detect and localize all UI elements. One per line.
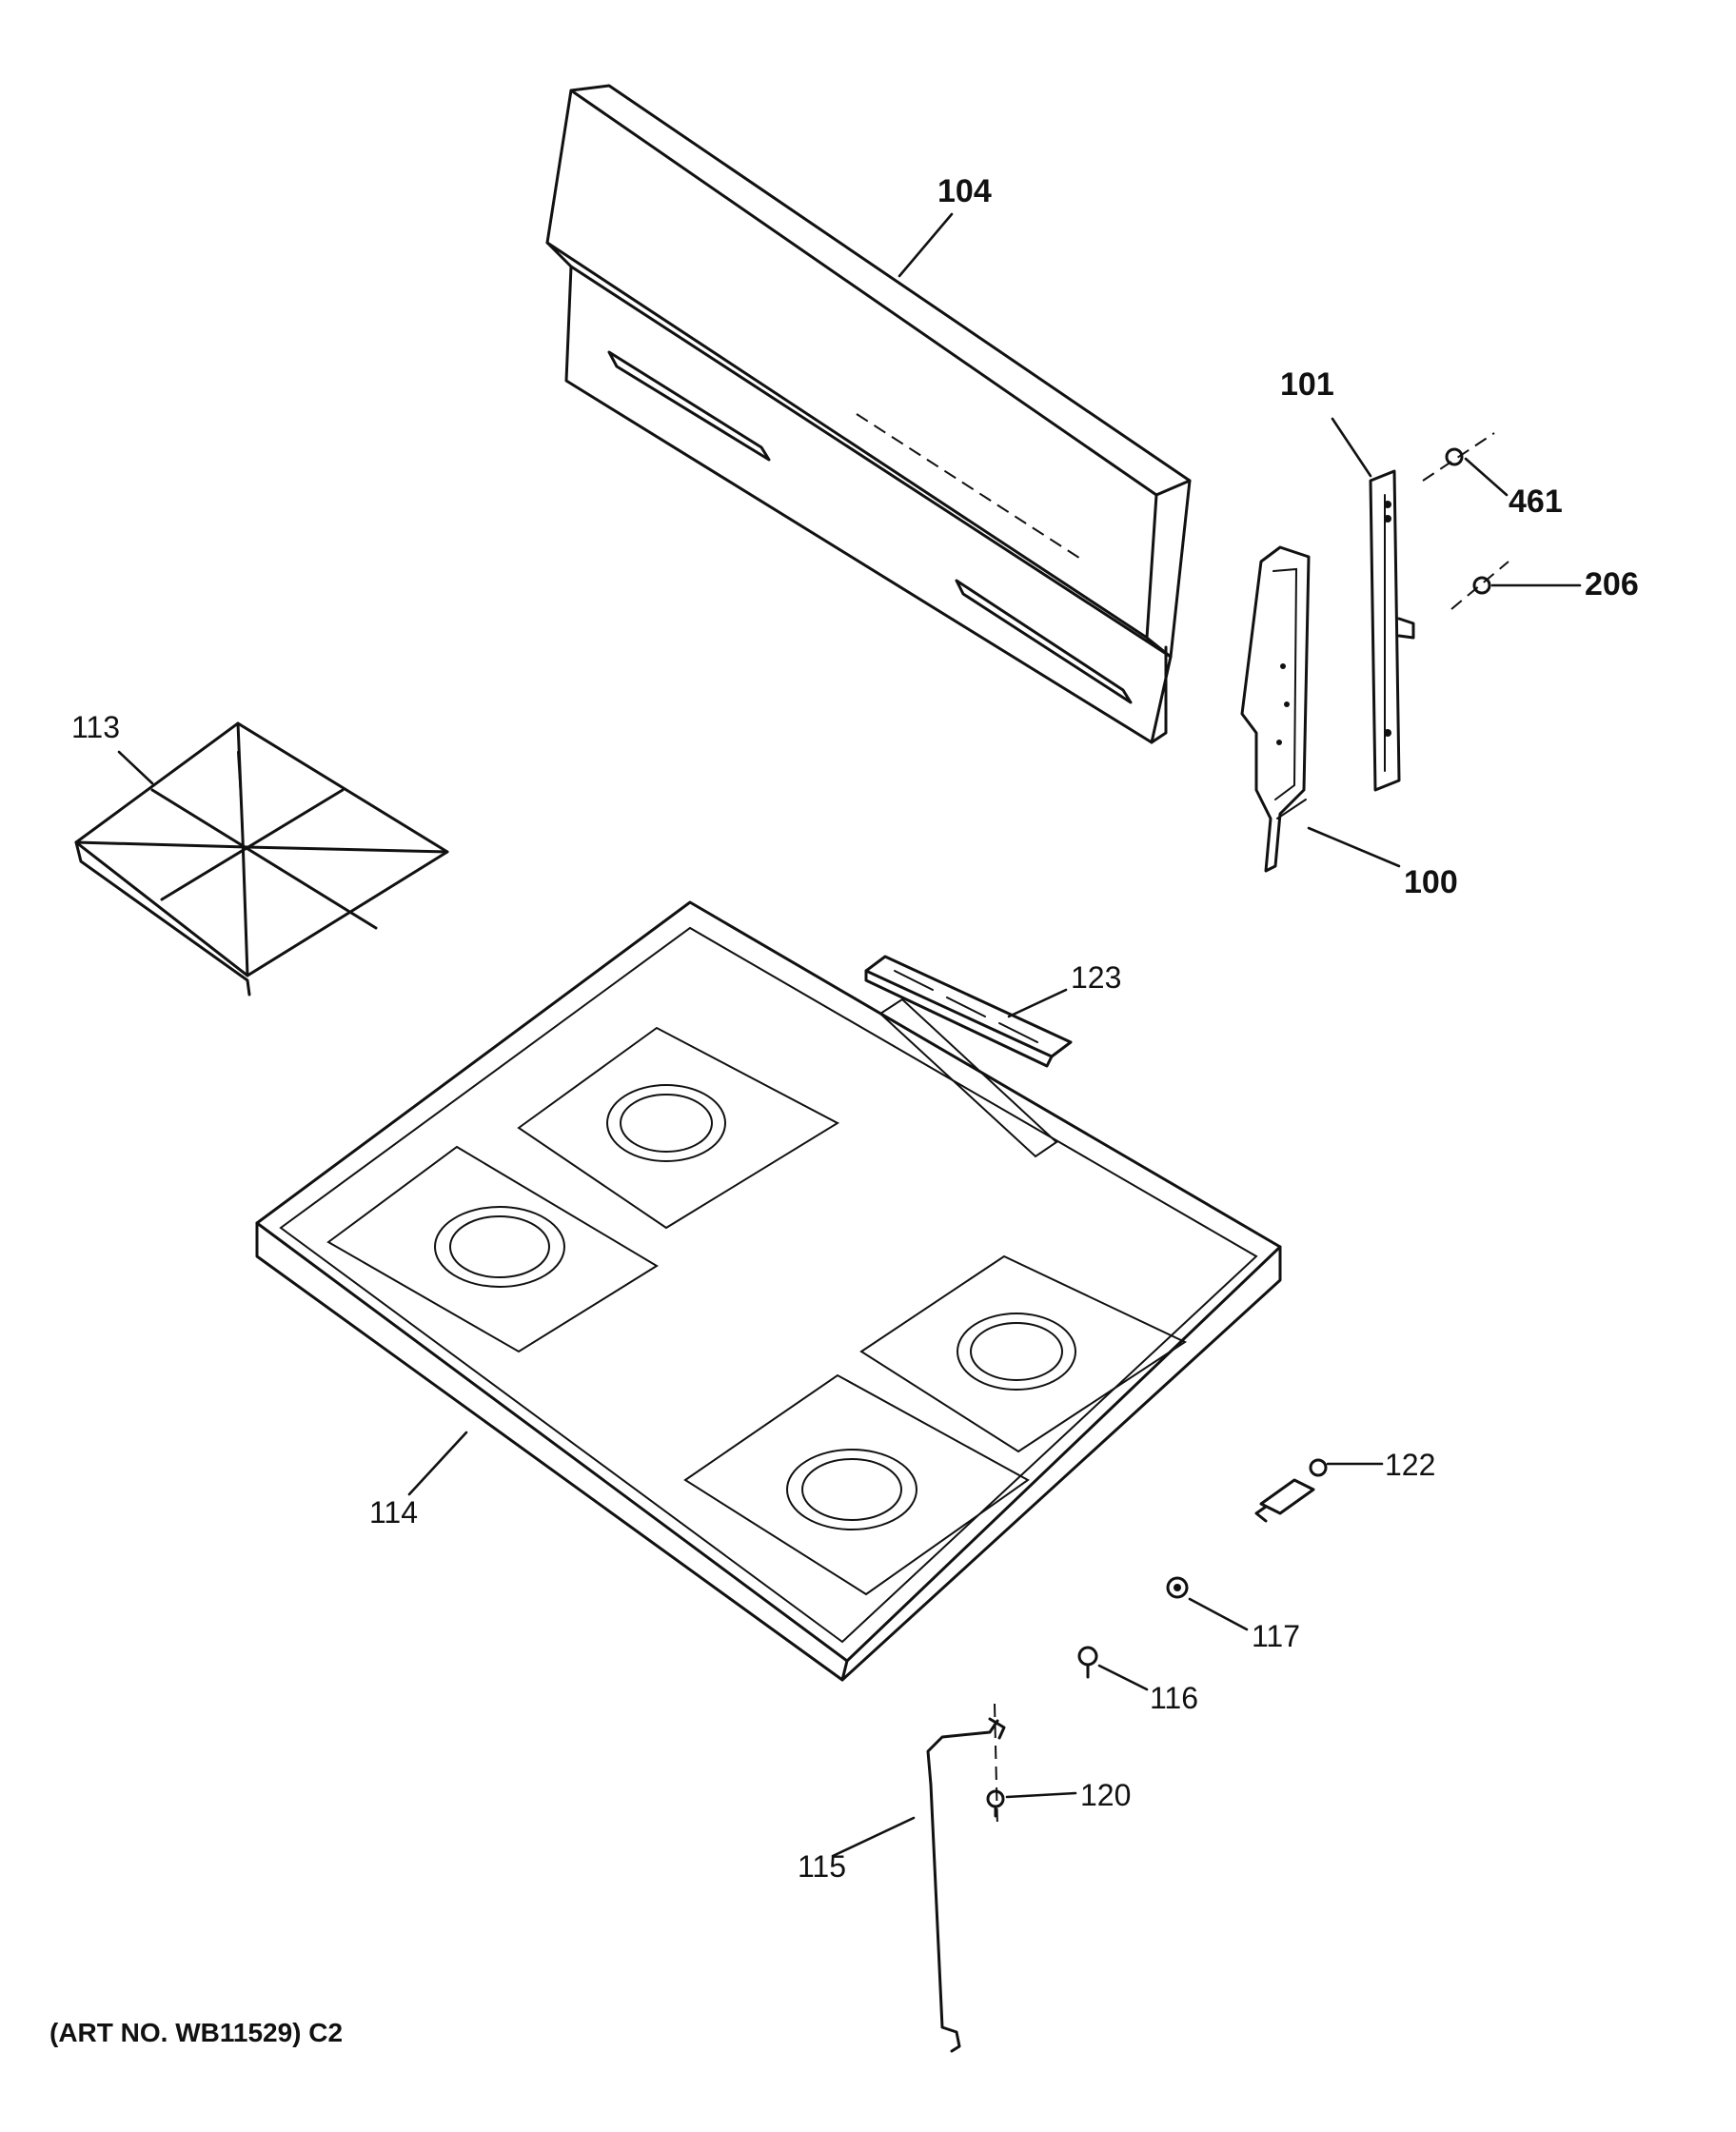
callout-120: 120 <box>1080 1778 1131 1812</box>
callout-115: 115 <box>798 1849 846 1884</box>
side-trim-part-100[interactable] <box>1240 545 1311 873</box>
grate-part-113[interactable] <box>74 721 449 997</box>
callout-116: 116 <box>1150 1681 1198 1715</box>
callout-206: 206 <box>1585 566 1639 602</box>
callout-122: 122 <box>1385 1448 1435 1482</box>
callout-101: 101 <box>1280 366 1334 403</box>
art-number-label: (ART NO. WB11529) C2 <box>49 2018 344 2047</box>
cooktop-part-114[interactable] <box>255 900 1282 1682</box>
screw-part-461[interactable] <box>1422 432 1495 482</box>
callout-117: 117 <box>1252 1619 1300 1653</box>
callout-104: 104 <box>937 173 992 209</box>
callout-123: 123 <box>1071 960 1121 995</box>
rod-part-115[interactable] <box>926 1717 1006 2053</box>
callout-114: 114 <box>369 1495 418 1530</box>
electrode-part-122[interactable] <box>1254 1458 1328 1523</box>
callout-100: 100 <box>1404 864 1458 900</box>
callout-461: 461 <box>1509 484 1563 520</box>
backguard-part-104[interactable] <box>545 84 1192 744</box>
screw-part-206[interactable] <box>1450 561 1509 610</box>
nut-part-117[interactable] <box>1166 1576 1189 1599</box>
bracket-part-101[interactable] <box>1369 469 1415 792</box>
callout-113: 113 <box>71 710 120 744</box>
screw-part-120[interactable] <box>986 1703 1005 1828</box>
vent-grille-part-123[interactable] <box>864 955 1073 1068</box>
screw-part-116[interactable] <box>1077 1646 1098 1679</box>
leader-lines <box>117 212 1582 1858</box>
